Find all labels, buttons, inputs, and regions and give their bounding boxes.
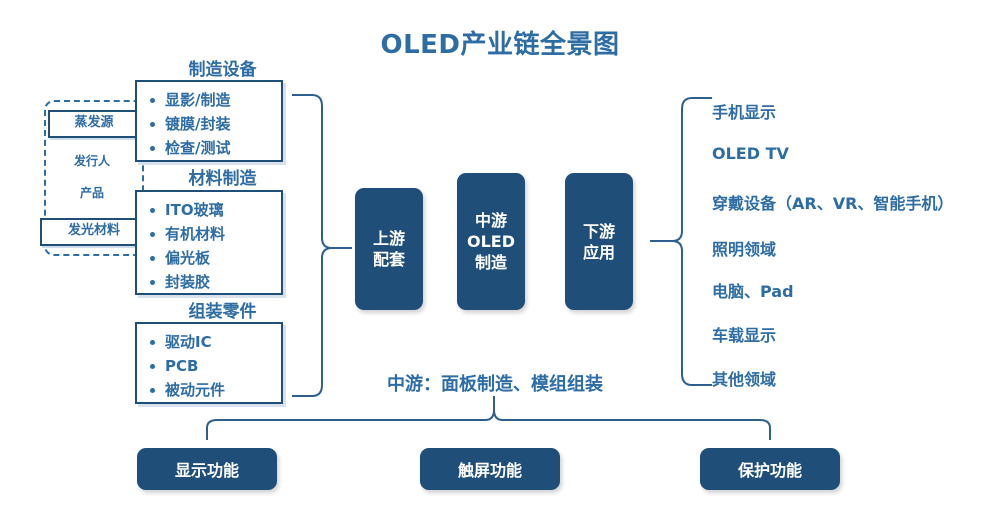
bracket-functions [206, 396, 771, 440]
evaporation-source-box[interactable]: 蒸发源 [48, 110, 140, 138]
list-item: 偏光板 [147, 246, 275, 270]
issuer-dashed-container [44, 100, 144, 256]
group-title-assembly: 组装零件 [188, 302, 257, 322]
light-emitting-material-box[interactable]: 发光材料 [40, 218, 148, 246]
group-title-materials: 材料制造 [188, 169, 257, 189]
application-item-1: OLED TV [712, 144, 789, 163]
pillar-line: 应用 [582, 242, 615, 262]
list-item: 封装胶 [147, 270, 275, 294]
midstream-caption: 中游：面板制造、模组组装 [387, 374, 603, 395]
list-item: 检查/测试 [147, 136, 275, 160]
list-item: 有机材料 [147, 222, 275, 246]
bracket-upstream [292, 94, 352, 397]
list-item: 镀膜/封装 [147, 112, 275, 136]
application-item-3: 照明领域 [712, 240, 777, 259]
pillar-midstream[interactable]: 中游 OLED 制造 [457, 173, 525, 310]
pillar-line: 中游 [474, 211, 507, 230]
group-box-materials[interactable]: ITO玻璃 有机材料 偏光板 封装胶 [135, 190, 283, 295]
group-box-equipment[interactable]: 显影/制造 镀膜/封装 检查/测试 [135, 80, 283, 162]
pillar-line: 制造 [474, 253, 507, 272]
list-item: 被动元件 [147, 378, 275, 402]
pillar-line: 上游 [372, 229, 405, 248]
list-item: 驱动IC [147, 330, 275, 354]
list-item: PCB [147, 354, 275, 378]
pillar-upstream[interactable]: 上游 配套 [355, 188, 423, 310]
product-label: 产品 [79, 186, 104, 200]
application-item-6: 其他领域 [712, 370, 777, 389]
list-item: ITO玻璃 [147, 198, 275, 222]
application-item-5: 车载显示 [712, 326, 777, 345]
bracket-downstream [650, 97, 712, 386]
function-box-display[interactable]: 显示功能 [137, 448, 277, 490]
pillar-downstream[interactable]: 下游 应用 [565, 173, 633, 310]
application-item-4: 电脑、Pad [712, 282, 794, 301]
application-item-2: 穿戴设备（AR、VR、智能手机） [712, 194, 954, 213]
function-box-touch[interactable]: 触屏功能 [420, 448, 560, 490]
function-box-protect[interactable]: 保护功能 [700, 448, 840, 490]
application-item-0: 手机显示 [712, 103, 777, 122]
pillar-line: 下游 [582, 221, 615, 241]
group-title-equipment: 制造设备 [188, 60, 257, 80]
pillar-line: OLED [466, 232, 515, 251]
page-title: OLED产业链全景图 [380, 30, 620, 60]
pillar-line: 配套 [372, 250, 405, 269]
list-item: 显影/制造 [147, 88, 275, 112]
group-box-assembly[interactable]: 驱动IC PCB 被动元件 [135, 322, 283, 404]
issuer-label: 发行人 [73, 154, 110, 168]
